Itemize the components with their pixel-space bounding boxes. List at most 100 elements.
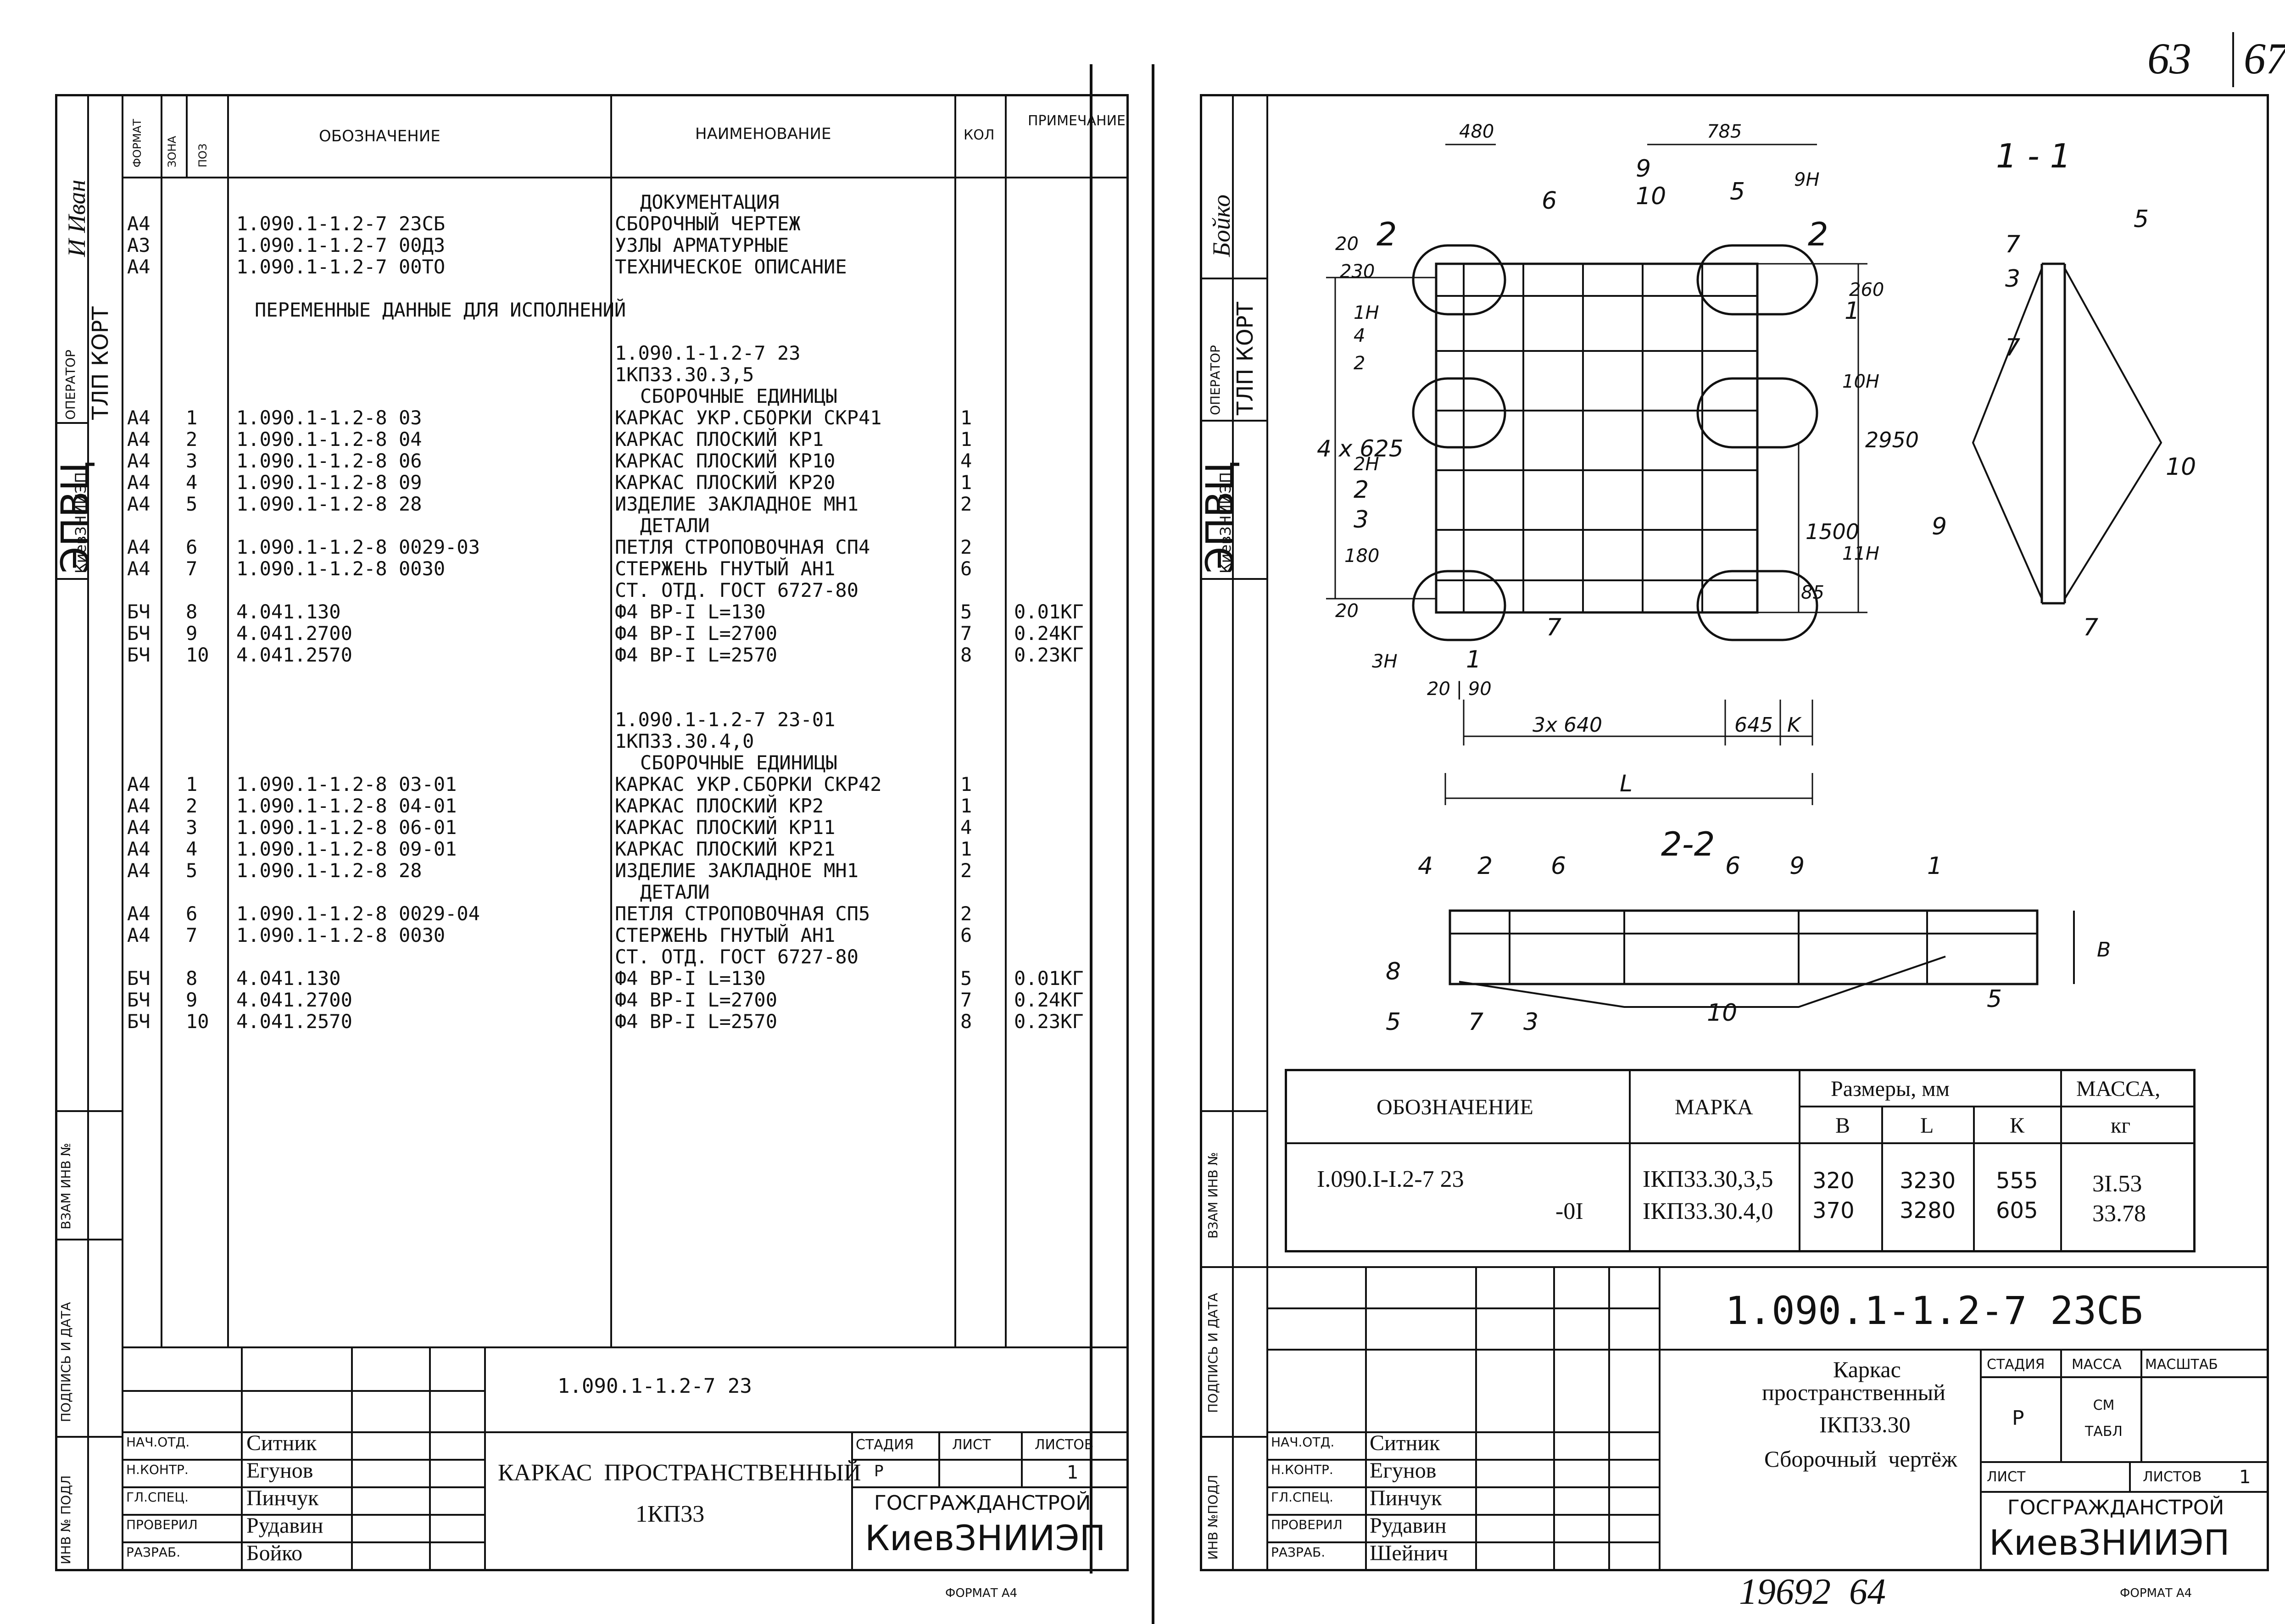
spec-qty: 1	[960, 471, 972, 494]
spec-qty: 7	[960, 989, 972, 1011]
spec-format: БЧ	[127, 967, 150, 990]
callout-7: 7	[1546, 614, 1561, 641]
spec-name: ТЕХНИЧЕСКОЕ ОПИСАНИЕ	[615, 256, 847, 278]
spec-format: БЧ	[127, 601, 150, 623]
spec-name: ПЕТЛЯ СТРОПОВОЧНАЯ СП4	[615, 536, 870, 558]
left-org2: КиевЗНИИЭП	[865, 1518, 1106, 1558]
spec-poz: 9	[186, 989, 198, 1011]
operator-label: ОПЕРАТОР	[63, 350, 78, 420]
right-doc-code: 1.090.1-1.2-7 23СБ	[1725, 1288, 2143, 1333]
mass-col-oboznachenie: ОБОЗНАЧЕНИЕ	[1377, 1095, 1533, 1119]
callout-2a: 2	[1354, 353, 1365, 374]
spec-note: 0.24КГ	[1014, 989, 1084, 1011]
dim-20-top: 20	[1335, 234, 1359, 255]
spec-poz: 2	[186, 795, 198, 817]
left-doc-code: 1.090.1-1.2-7 23	[557, 1374, 752, 1398]
dim-1500: 1500	[1806, 519, 1859, 544]
spec-note: 0.01КГ	[1014, 967, 1084, 990]
spec-qty: 4	[960, 816, 972, 839]
spec-code: 1.090.1-1.2-8 09	[236, 471, 422, 494]
right-org1: ГОСГРАЖДАНСТРОЙ	[2007, 1496, 2224, 1519]
spec-note: 0.23КГ	[1014, 1010, 1084, 1033]
section-mark-1: 1	[1466, 646, 1481, 673]
role-label: РАЗРАБ.	[126, 1545, 181, 1560]
r-vzam-inv-label: ВЗАМ ИНВ №	[1205, 1152, 1221, 1239]
right-masshtab-label: МАСШТАБ	[2145, 1357, 2218, 1373]
spec-code: 1.090.1-1.2-8 03-01	[236, 773, 457, 795]
spec-code: 4.041.2570	[236, 644, 352, 666]
spec-name: КАРКАС ПЛОСКИЙ КР21	[615, 838, 836, 860]
r-operator-value: ТЛП КОРТ	[1232, 302, 1258, 415]
role-label: НАЧ.ОТД.	[1271, 1435, 1335, 1450]
left-listov-value: 1	[1067, 1462, 1079, 1483]
spec-row: СТ. ОТД. ГОСТ 6727-80	[122, 581, 1129, 604]
spec-poz: 4	[186, 471, 198, 494]
spec-note: 0.23КГ	[1014, 644, 1084, 666]
spec-qty: 4	[960, 450, 972, 472]
spec-name: УЗЛЫ АРМАТУРНЫЕ	[615, 234, 789, 256]
spec-poz: 10	[186, 1010, 209, 1033]
mass-table: ОБОЗНАЧЕНИЕ МАРКА Размеры, мм В L К МАСС…	[1285, 1069, 2196, 1252]
mass-row1-b: 320	[1812, 1168, 1855, 1194]
spec-row: ДОКУМЕНТАЦИЯ	[122, 193, 1129, 216]
spec-code: 1.090.1-1.2-8 06-01	[236, 816, 457, 839]
right-title-line1: Каркас	[1833, 1357, 1901, 1382]
role-name: Егунов	[1370, 1458, 1437, 1483]
spec-row: 1.090.1-1.2-7 23	[122, 344, 1129, 367]
s1-callout-7a: 7	[2005, 231, 2020, 258]
spec-note: 0.01КГ	[1014, 601, 1084, 623]
mass-row2-mark: IКП33.30.4,0	[1643, 1198, 1773, 1224]
spec-code: 4.041.130	[236, 967, 341, 990]
mass-row2-code: -0I	[1555, 1198, 1583, 1224]
role-name: Рудавин	[1370, 1513, 1447, 1538]
spec-poz: 5	[186, 493, 198, 515]
spec-row: СТ. ОТД. ГОСТ 6727-80	[122, 947, 1129, 970]
callout-10H: 10Н	[1842, 371, 1879, 392]
spec-row	[122, 667, 1129, 690]
spec-qty: 1	[960, 838, 972, 860]
spec-name: ИЗДЕЛИЕ ЗАКЛАДНОЕ МН1	[615, 859, 859, 882]
callout-6: 6	[1542, 187, 1557, 215]
spec-qty: 2	[960, 902, 972, 925]
org-stamp-small: КиевЗНИИЭП	[72, 472, 89, 573]
role-name: Ситник	[246, 1431, 317, 1455]
s1-callout-7c: 7	[2083, 614, 2098, 641]
operator-value: ТЛП КОРТ	[88, 306, 113, 420]
callout-2H: 2Н	[1354, 454, 1379, 475]
callout-3H: 3Н	[1372, 651, 1398, 672]
spec-code: 4.041.130	[236, 601, 341, 623]
page-number-b: 67	[2244, 34, 2285, 83]
s2-callout-4: 4	[1418, 852, 1433, 880]
mass-row2-m: 33.78	[2092, 1201, 2146, 1227]
s2-callout-6a: 6	[1551, 852, 1566, 880]
spec-section-heading: ПЕРЕМЕННЫЕ ДАННЫЕ ДЛЯ ИСПОЛНЕНИЙ	[255, 299, 626, 321]
s2-callout-7: 7	[1468, 1008, 1483, 1036]
spec-name: СБОРОЧНЫЕ ЕДИНИЦЫ	[640, 385, 837, 407]
mass-row2-l: 3280	[1900, 1198, 1956, 1224]
dim-480: 480	[1459, 121, 1494, 142]
col-zona: ЗОНА	[166, 136, 178, 167]
spec-format: A4	[127, 428, 150, 450]
left-list-label: ЛИСТ	[952, 1437, 991, 1453]
dim-260: 260	[1849, 279, 1884, 300]
role-name: Бойко	[246, 1541, 303, 1565]
spec-format: A4	[127, 536, 150, 558]
role-name: Шейнич	[1370, 1541, 1448, 1565]
right-stadia-value: Р	[2012, 1407, 2024, 1430]
spec-row: ДЕТАЛИ	[122, 883, 1129, 906]
dim-k: K	[1787, 713, 1802, 737]
callout-3: 3	[1354, 506, 1369, 534]
signature-stamp: И Иван	[63, 179, 90, 257]
right-title-line4: Сборочный чертёж	[1764, 1446, 1957, 1472]
spec-name: ДЕТАЛИ	[640, 514, 710, 537]
